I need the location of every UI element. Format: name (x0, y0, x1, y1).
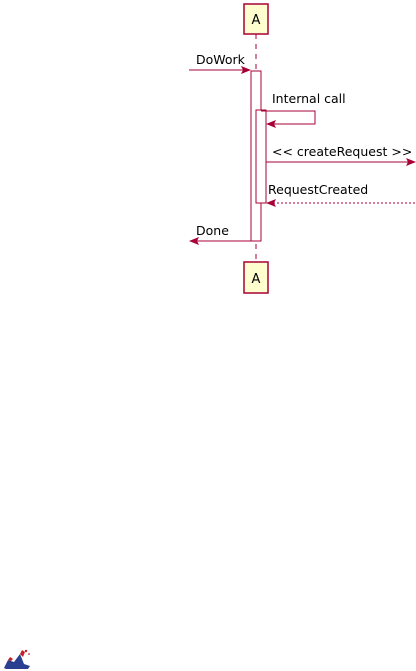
plantuml-logo-icon (4, 649, 30, 669)
message-request-created: RequestCreated (266, 182, 415, 207)
message-internal-call: Internal call (261, 91, 346, 128)
participant-a-bottom-box (243, 261, 269, 294)
message-dowork: DoWork (189, 52, 251, 74)
participant-a-top-label: A (252, 13, 261, 28)
participant-a-bottom-label: A (252, 272, 261, 287)
activation-bar-inner (255, 109, 267, 204)
message-dowork-label: DoWork (196, 52, 246, 67)
message-done: Done (189, 223, 251, 245)
message-internal-call-arrow (261, 110, 316, 128)
participant-a-top: A (243, 3, 269, 35)
message-request-created-label: RequestCreated (268, 182, 368, 197)
message-create-request: << createRequest >> (266, 144, 416, 166)
message-internal-call-label: Internal call (272, 91, 346, 106)
message-create-request-label: << createRequest >> (272, 144, 412, 159)
participant-a-bottom: A (243, 261, 269, 294)
message-done-label: Done (196, 223, 229, 238)
participant-a-top-box (243, 3, 269, 35)
